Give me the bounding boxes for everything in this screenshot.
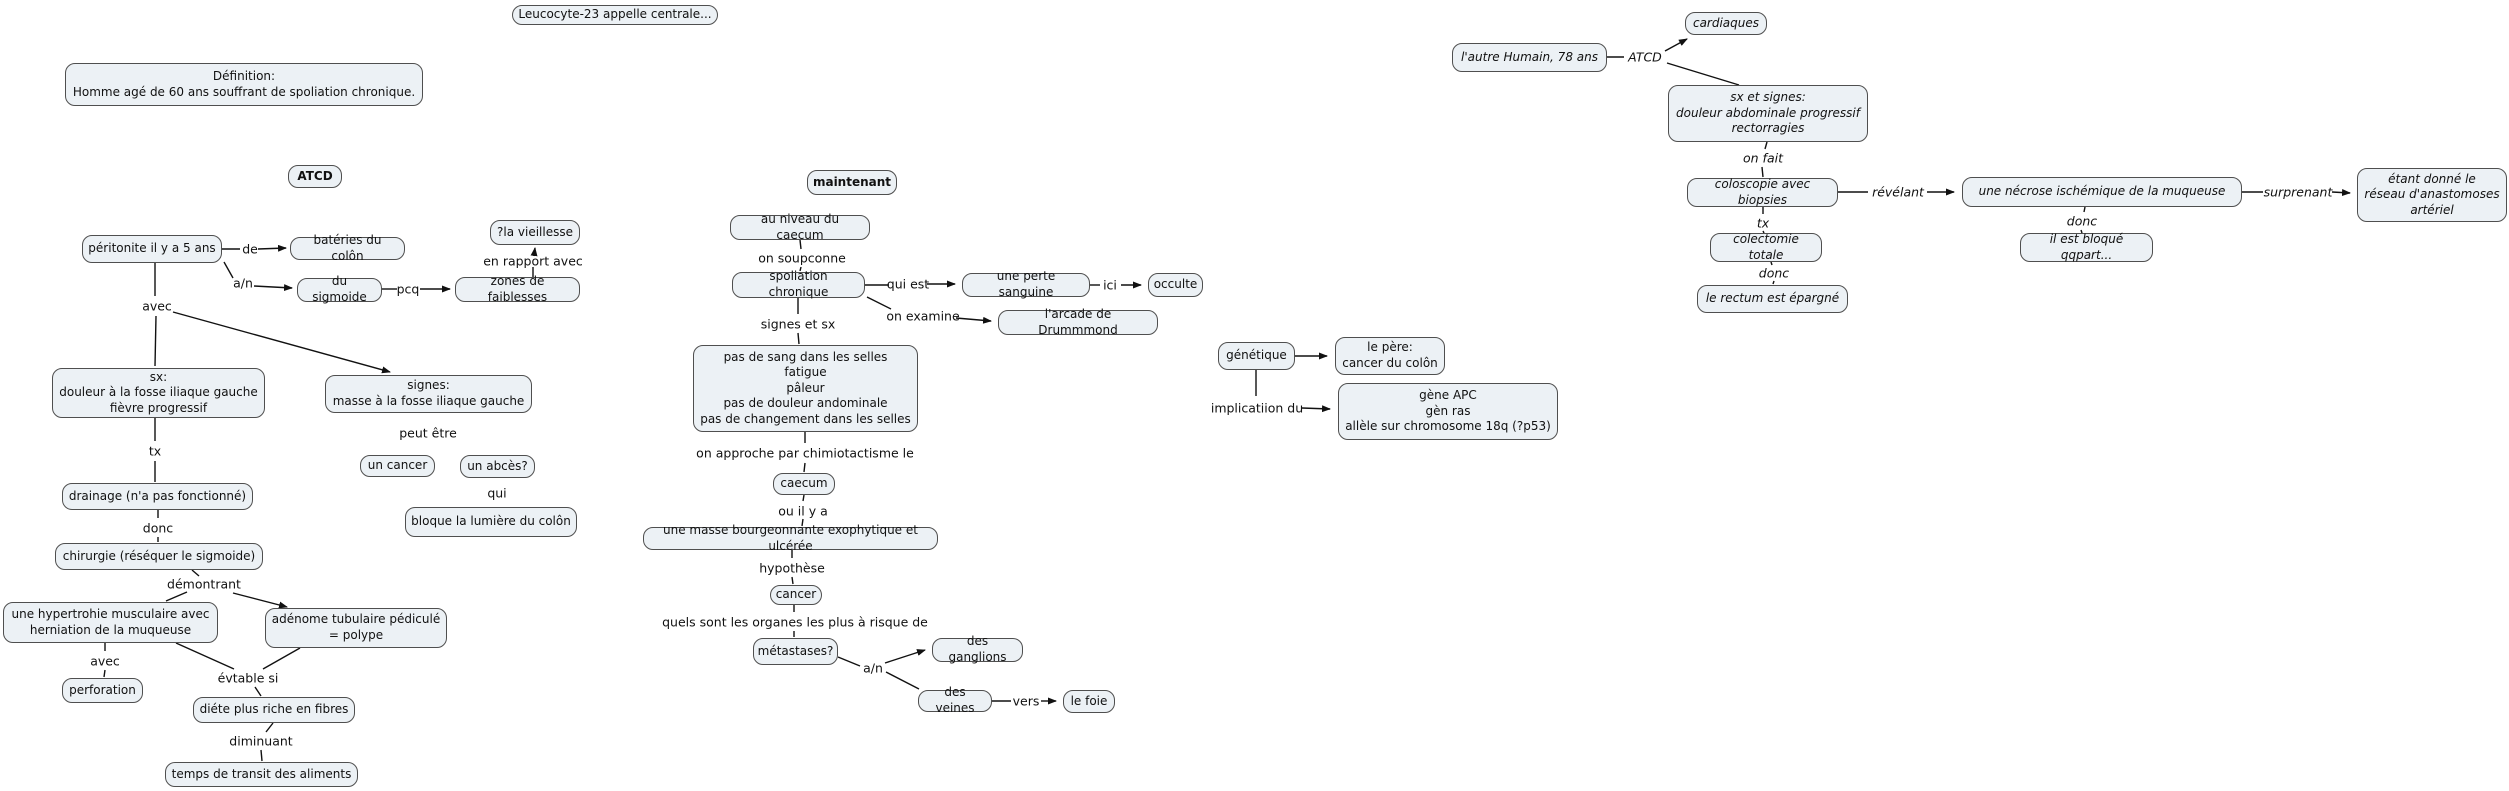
link-avec-top[interactable]: avec (142, 298, 172, 314)
link-signes-et-sx[interactable]: signes et sx (760, 316, 836, 332)
link-on-fait[interactable]: on fait (1743, 150, 1783, 166)
node-veines[interactable]: des veines (918, 685, 992, 715)
link-surprenant[interactable]: surprenant (2263, 184, 2333, 200)
node-niveau-caecum[interactable]: au niveau du caecum (730, 212, 870, 242)
node-arcade-drummmond[interactable]: l'arcade de Drummmond (998, 307, 1158, 337)
link-implication-du[interactable]: implicatiion du (1210, 400, 1304, 416)
node-perforation[interactable]: perforation (62, 678, 143, 703)
node-peritonite[interactable]: péritonite il y a 5 ans (82, 235, 222, 263)
node-un-cancer[interactable]: un cancer (360, 455, 435, 477)
node-genetique[interactable]: génétique (1218, 342, 1295, 370)
node-cancer[interactable]: cancer (770, 585, 822, 605)
node-la-vieillesse[interactable]: ?la vieillesse (490, 220, 580, 245)
node-coloscopie[interactable]: coloscopie avec biopsies (1687, 177, 1838, 207)
node-rectum[interactable]: le rectum est épargné (1697, 285, 1848, 313)
node-occulte[interactable]: occulte (1148, 273, 1203, 297)
node-bloque-lumiere[interactable]: bloque la lumière du colôn (405, 507, 577, 537)
node-perte-sanguine[interactable]: une perte sanguine (962, 269, 1090, 299)
link-tx-left[interactable]: tx (148, 443, 162, 459)
node-bloque-qqpart[interactable]: il est bloqué qqpart... (2020, 232, 2153, 262)
node-etant-donne[interactable]: étant donné le réseau d'anastomoses arté… (2357, 168, 2507, 222)
link-pcq[interactable]: pcq (396, 281, 420, 297)
link-an-left[interactable]: a/n (233, 275, 253, 291)
link-qui-est[interactable]: qui est (886, 276, 930, 292)
node-genes[interactable]: gène APC gèn ras allèle sur chromosome 1… (1338, 383, 1558, 440)
link-hypothese[interactable]: hypothèse (759, 560, 825, 576)
link-peut-etre[interactable]: peut être (399, 425, 457, 441)
link-an-right[interactable]: a/n (863, 660, 883, 676)
node-signes-masse[interactable]: signes: masse à la fosse iliaque gauche (325, 375, 532, 413)
node-definition[interactable]: Définition: Homme agé de 60 ans souffran… (65, 63, 423, 106)
link-de[interactable]: de (242, 241, 258, 257)
node-temps-transit[interactable]: temps de transit des aliments (165, 762, 358, 787)
node-foie[interactable]: le foie (1063, 690, 1115, 713)
node-du-sigmoide[interactable]: du sigmoide (297, 274, 382, 304)
link-donc-necrose[interactable]: donc (2066, 213, 2098, 229)
link-revelant[interactable]: révélant (1872, 184, 1924, 200)
node-chirurgie[interactable]: chirurgie (réséquer le sigmoide) (55, 543, 263, 570)
node-necrose[interactable]: une nécrose ischémique de la muqueuse (1962, 177, 2242, 207)
link-vers[interactable]: vers (1012, 693, 1040, 709)
node-cardiaques[interactable]: cardiaques (1685, 12, 1767, 35)
node-maintenant[interactable]: maintenant (807, 170, 897, 195)
node-ganglions[interactable]: des ganglions (932, 634, 1023, 664)
link-ici[interactable]: ici (1103, 277, 1117, 293)
link-on-examine[interactable]: on examine (886, 308, 960, 324)
node-leucocyte[interactable]: Leucocyte-23 appelle centrale... (512, 5, 718, 25)
link-evtable-si[interactable]: évtable si (217, 670, 279, 686)
link-diminuant[interactable]: diminuant (229, 733, 293, 749)
node-diete-fibres[interactable]: diéte plus riche en fibres (193, 697, 355, 723)
link-avec-bottom[interactable]: avec (90, 653, 120, 669)
node-colectomie[interactable]: colectomie totale (1710, 232, 1822, 262)
node-sx-fosse-iliaque[interactable]: sx: douleur à la fosse iliaque gauche fi… (52, 368, 265, 418)
node-adenome[interactable]: adénome tubulaire pédiculé = polype (265, 608, 447, 648)
link-demontrant[interactable]: démontrant (167, 576, 241, 592)
node-caecum[interactable]: caecum (773, 473, 835, 495)
link-on-approche[interactable]: on approche par chimiotactisme le (696, 445, 914, 461)
node-autre-humain[interactable]: l'autre Humain, 78 ans (1452, 43, 1607, 72)
link-quels-organes[interactable]: quels sont les organes les plus à risque… (662, 614, 928, 630)
link-donc-left[interactable]: donc (142, 520, 174, 536)
node-sx-et-signes[interactable]: sx et signes: douleur abdominale progres… (1668, 85, 1868, 142)
node-drainage[interactable]: drainage (n'a pas fonctionné) (62, 483, 253, 510)
link-qui[interactable]: qui (487, 485, 507, 501)
node-bacteries-colon[interactable]: batéries du colôn (290, 233, 405, 263)
node-spoliation[interactable]: spoliation chronique (732, 269, 865, 299)
link-ou-il-y-a[interactable]: ou il y a (778, 503, 828, 519)
node-pere-cancer[interactable]: le père: cancer du colôn (1335, 337, 1445, 375)
node-un-abces[interactable]: un abcès? (460, 455, 535, 478)
link-donc-colectomie[interactable]: donc (1758, 265, 1790, 281)
link-en-rapport-avec[interactable]: en rapport avec (483, 253, 583, 269)
node-atcd[interactable]: ATCD (288, 165, 342, 188)
link-atcd-right[interactable]: ATCD (1628, 49, 1662, 65)
node-metastases[interactable]: métastases? (753, 638, 838, 665)
node-signes-sx-liste[interactable]: pas de sang dans les selles fatigue pâle… (693, 345, 918, 432)
link-on-soupconne[interactable]: on soupconne (758, 250, 846, 266)
link-tx-right[interactable]: tx (1756, 215, 1770, 231)
node-hypertrophie[interactable]: une hypertrohie musculaire avec herniati… (3, 602, 218, 643)
node-zones-faiblesses[interactable]: zones de faiblesses (455, 274, 580, 304)
node-masse-bourgeonnante[interactable]: une masse bourgeonnante exophytique et u… (643, 523, 938, 553)
